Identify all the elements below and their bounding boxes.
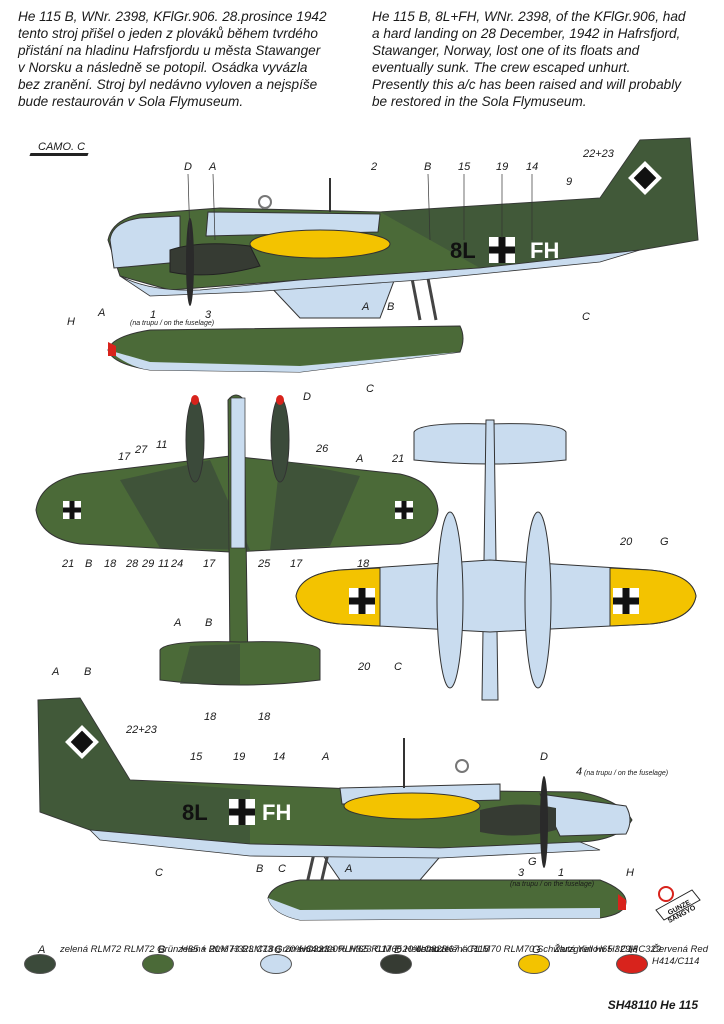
gunze-sangyo-logo: GUNZE SANGYO: [652, 880, 704, 926]
svg-text:14: 14: [526, 161, 538, 173]
svg-text:14: 14: [273, 751, 285, 763]
note-4: (na trupu / on the fuselage): [584, 770, 668, 777]
side-profile-bottom: 8L FH: [37, 697, 633, 921]
svg-text:B: B: [205, 617, 212, 629]
legend-text-h: Červená Red H414/C114: [652, 944, 708, 967]
svg-text:17: 17: [203, 558, 216, 570]
swatch-h: [616, 954, 648, 974]
svg-text:15: 15: [458, 161, 471, 173]
plan-view-underside: [295, 419, 697, 701]
svg-text:D: D: [184, 161, 192, 173]
svg-text:4: 4: [576, 766, 582, 778]
svg-text:C: C: [155, 867, 163, 879]
svg-text:26: 26: [315, 443, 329, 455]
legend-letter-a: A: [38, 944, 46, 956]
svg-text:22+23: 22+23: [125, 724, 158, 736]
svg-text:28: 28: [125, 558, 139, 570]
description-czech: He 115 B, WNr. 2398, KFlGr.906. 28.prosi…: [18, 9, 327, 109]
svg-text:1: 1: [150, 309, 156, 321]
svg-text:C: C: [366, 383, 374, 395]
note-fuselage-bottom: (na trupu / on the fuselage): [510, 881, 594, 888]
svg-text:G: G: [660, 536, 669, 548]
legend-text-b: zelená RLM73 RLM73 Grün H64 + 20% H323 C…: [178, 944, 447, 955]
svg-text:D: D: [303, 391, 311, 403]
note-fuselage-top: (na trupu / on the fuselage): [130, 320, 214, 327]
callouts-plan: 17 27 11 D 26 A 21 21 B 18 28 29 11 24 1…: [61, 391, 404, 723]
plan-view-upper: [35, 394, 439, 686]
svg-text:3: 3: [205, 309, 212, 321]
legend-text-c: sv.modrá RLM65 RLM65 Hellblau H67 / C115: [297, 944, 489, 955]
svg-text:25: 25: [257, 558, 271, 570]
svg-text:18: 18: [357, 558, 370, 570]
swatch-g: [518, 954, 550, 974]
svg-text:G: G: [528, 856, 537, 868]
svg-text:15: 15: [190, 751, 203, 763]
svg-text:17: 17: [118, 451, 131, 463]
code-letters-left: 8L: [450, 238, 476, 263]
svg-text:B: B: [84, 666, 91, 678]
svg-text:B: B: [256, 863, 263, 875]
svg-text:B: B: [387, 301, 394, 313]
svg-text:21: 21: [61, 558, 74, 570]
svg-text:18: 18: [104, 558, 117, 570]
description-english: He 115 B, 8L+FH, WNr. 2398, of the KFlGr…: [372, 9, 686, 109]
svg-text:H: H: [67, 316, 75, 328]
legend-letter-g: G: [532, 944, 541, 956]
svg-text:A: A: [51, 666, 59, 678]
callouts-top: D A 2 B 15 19 14 22+23 9 1 3 (na trupu /…: [67, 148, 615, 395]
svg-text:18: 18: [204, 711, 217, 723]
legend-text-d: černozelená RLM70 RLM70 Schwarzgrün H65 …: [416, 944, 638, 955]
legend-letter-c: C: [274, 944, 282, 956]
svg-text:C: C: [394, 661, 402, 673]
svg-text:3: 3: [518, 867, 525, 879]
swatch-b: [142, 954, 174, 974]
svg-text:19: 19: [496, 161, 508, 173]
legend-letter-b: B: [158, 944, 166, 956]
svg-text:24: 24: [170, 558, 183, 570]
legend-letter-d: D: [394, 944, 402, 956]
svg-text:11: 11: [158, 558, 169, 570]
svg-text:9: 9: [566, 176, 572, 188]
svg-text:18: 18: [258, 711, 271, 723]
svg-text:H: H: [626, 867, 634, 879]
legend-text-g: Žlutá Yellow H329 / C329: [554, 944, 662, 955]
svg-text:A: A: [208, 161, 216, 173]
callouts-under: 20 G 20 C: [357, 536, 669, 673]
svg-text:11: 11: [156, 439, 167, 451]
svg-text:19: 19: [233, 751, 245, 763]
svg-text:17: 17: [290, 558, 303, 570]
swatch-c: [260, 954, 292, 974]
svg-text:C: C: [582, 311, 590, 323]
svg-text:D: D: [540, 751, 548, 763]
svg-text:A: A: [97, 307, 105, 319]
svg-text:27: 27: [134, 444, 148, 456]
svg-text:A: A: [361, 301, 369, 313]
svg-text:1: 1: [558, 867, 564, 879]
code-letters-left-bottom: 8L: [182, 800, 208, 825]
svg-text:29: 29: [141, 558, 154, 570]
svg-text:A: A: [173, 617, 181, 629]
svg-text:2: 2: [370, 161, 377, 173]
camo-label: CAMO. C: [38, 141, 86, 153]
svg-text:A: A: [355, 453, 363, 465]
footer-product-code: SH48110 He 115: [607, 998, 698, 1012]
swatch-a: [24, 954, 56, 974]
svg-text:20: 20: [619, 536, 633, 548]
swatch-d: [380, 954, 412, 974]
legend-text-a: zelená RLM72 RLM72 Grün H65 + 20% H323 C…: [60, 944, 329, 955]
side-profile-top: 8L FH: [107, 137, 699, 373]
svg-text:B: B: [424, 161, 431, 173]
svg-text:22+23: 22+23: [582, 148, 615, 160]
svg-text:A: A: [344, 863, 352, 875]
svg-text:21: 21: [391, 453, 404, 465]
svg-text:C: C: [278, 863, 286, 875]
legend-letter-h: H: [630, 944, 638, 956]
svg-text:B: B: [85, 558, 92, 570]
svg-text:A: A: [321, 751, 329, 763]
callouts-bottom: A B 22+23 15 19 14 A D 4 (na trupu / on …: [51, 666, 668, 888]
code-letters-right: FH: [530, 238, 559, 263]
code-letters-right-bottom: FH: [262, 800, 291, 825]
svg-text:20: 20: [357, 661, 371, 673]
